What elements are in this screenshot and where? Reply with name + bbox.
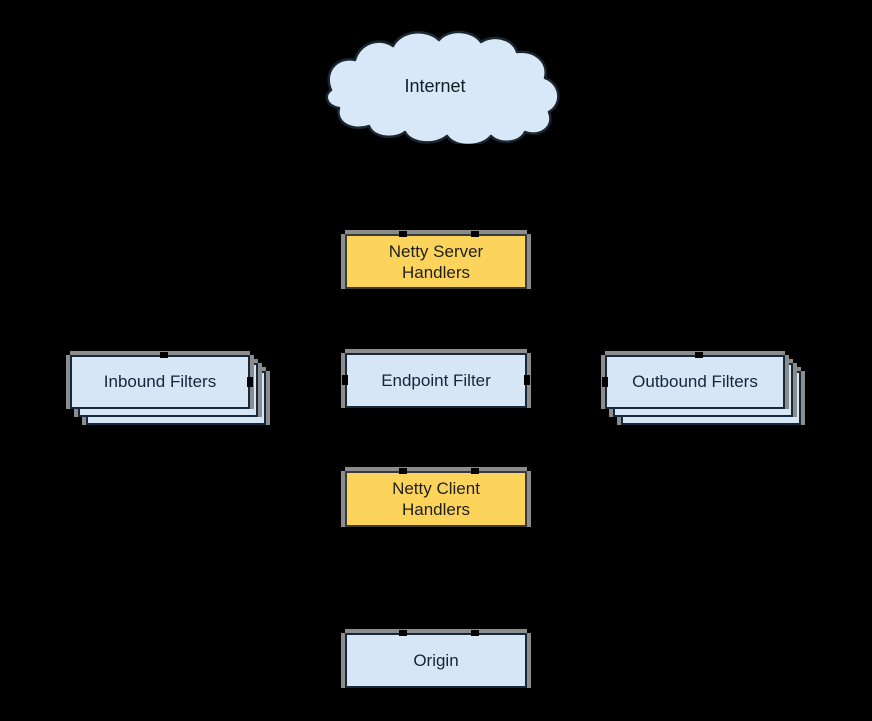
connector-notch <box>342 375 348 385</box>
internet-cloud-node: Internet <box>303 28 567 144</box>
connector-notch <box>471 468 479 474</box>
node-origin-label: Origin <box>413 651 459 670</box>
connector-notch <box>399 231 407 237</box>
connector-notch <box>160 352 168 358</box>
node-inbound-filters-label: Inbound Filters <box>103 372 217 391</box>
connector-notch <box>524 375 530 385</box>
node-outbound-filters-label: Outbound Filters <box>632 372 758 391</box>
node-outbound-filters: Outbound Filters <box>602 352 801 425</box>
node-netty-client-handlers: Netty Client Handlers <box>345 468 527 527</box>
stack-front: Inbound Filters <box>70 352 253 409</box>
cloud-icon <box>325 30 560 144</box>
connector-notch <box>399 468 407 474</box>
stack-front: Outbound Filters <box>602 352 785 409</box>
connector-notch <box>399 630 407 636</box>
node-endpoint-filter: Endpoint Filter <box>342 353 530 408</box>
node-netty-server-handlers-label: Netty Server Handlers <box>388 241 484 282</box>
node-inbound-filters: Inbound Filters <box>70 352 266 425</box>
connector-notch <box>247 377 253 387</box>
connector-notch <box>602 377 608 387</box>
node-netty-server-handlers: Netty Server Handlers <box>345 231 527 289</box>
internet-cloud-label: Internet <box>404 75 466 96</box>
node-origin: Origin <box>345 630 527 688</box>
connector-notch <box>471 231 479 237</box>
connector-notch <box>471 630 479 636</box>
node-endpoint-filter-label: Endpoint Filter <box>381 371 491 390</box>
connector-notch <box>695 352 703 358</box>
node-netty-client-handlers-label: Netty Client Handlers <box>392 479 480 519</box>
